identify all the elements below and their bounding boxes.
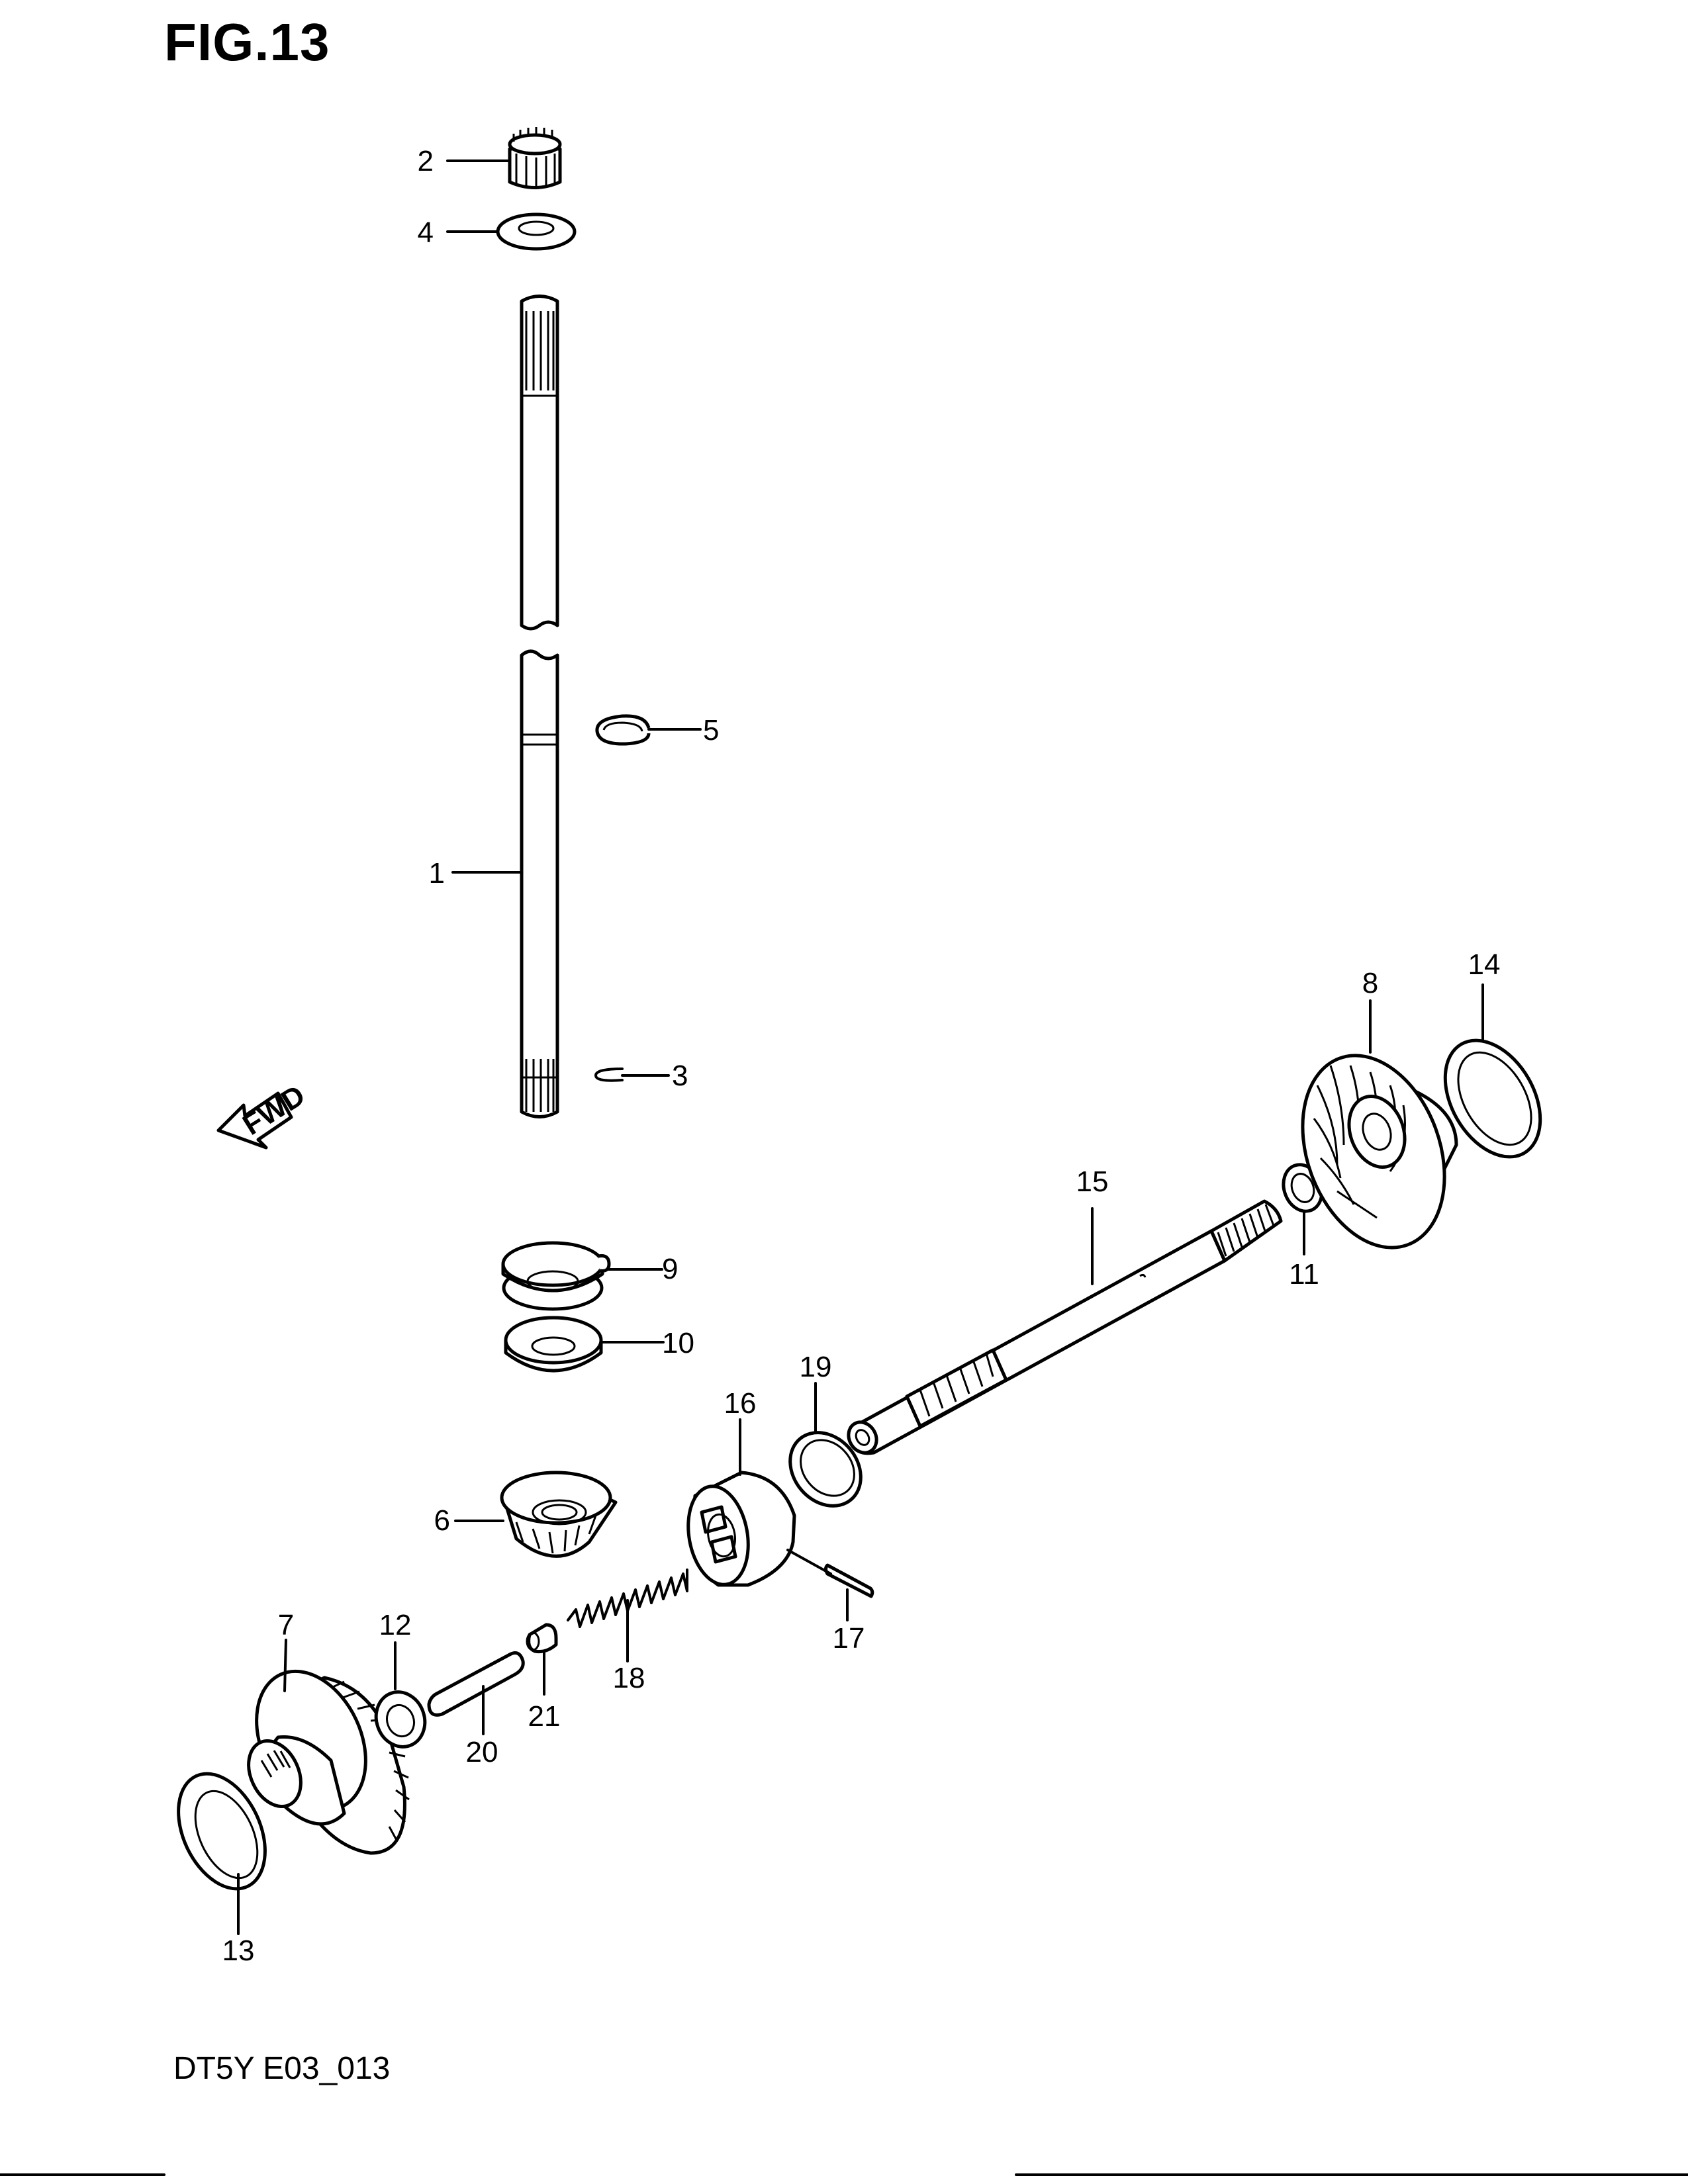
part-18-spring: [567, 1569, 688, 1628]
callout-15: 15: [1076, 1165, 1109, 1198]
part-5-circlip: [595, 714, 651, 746]
part-15-propeller-shaft: [847, 1199, 1283, 1455]
fwd-label: FWD: [237, 1079, 310, 1142]
part-6-pinion-bevel-gear: [500, 1471, 618, 1558]
part-17-cross-pin: [824, 1563, 874, 1598]
callout-21: 21: [528, 1700, 561, 1733]
callout-13: 13: [222, 1934, 255, 1967]
callout-11: 11: [1289, 1258, 1319, 1291]
part-4-washer: [496, 212, 577, 251]
fwd-direction-arrow: FWD: [216, 1079, 310, 1150]
part-14-shim: [1443, 1038, 1542, 1159]
figure-title: FIG.13: [164, 13, 330, 71]
part-9-tab-washer: [501, 1241, 611, 1311]
callout-19: 19: [800, 1351, 832, 1383]
callout-14: 14: [1468, 948, 1501, 981]
callout-5: 5: [703, 714, 719, 747]
callout-8: 8: [1362, 967, 1378, 999]
callout-17: 17: [833, 1622, 865, 1655]
callout-9: 9: [662, 1253, 678, 1285]
callout-12: 12: [379, 1609, 412, 1641]
callout-1: 1: [429, 857, 445, 889]
part-16-clutch-dog: [686, 1471, 796, 1587]
part-8-reverse-gear: [1301, 1054, 1458, 1250]
part-12-shim: [374, 1690, 427, 1749]
footer-code: DT5Y E03_013: [173, 2051, 391, 2086]
part-1-drive-shaft: [520, 295, 559, 1118]
part-21-plunger: [526, 1623, 558, 1653]
part-2-pinion-gear: [508, 127, 562, 189]
callout-6: 6: [434, 1504, 450, 1537]
callout-18: 18: [613, 1662, 645, 1694]
part-20-pin: [427, 1651, 525, 1717]
part-10-washer: [504, 1316, 603, 1373]
part-7-forward-gear: [247, 1669, 410, 1855]
callout-2: 2: [418, 145, 434, 177]
part-19-ring: [788, 1431, 863, 1508]
callout-20: 20: [466, 1736, 498, 1768]
callout-3: 3: [672, 1060, 688, 1092]
part-3-clip: [594, 1068, 624, 1082]
callout-16: 16: [724, 1387, 757, 1420]
part-13-shim: [177, 1772, 267, 1891]
callout-4: 4: [418, 216, 434, 249]
callout-10: 10: [662, 1327, 694, 1359]
callout-7: 7: [278, 1609, 294, 1641]
